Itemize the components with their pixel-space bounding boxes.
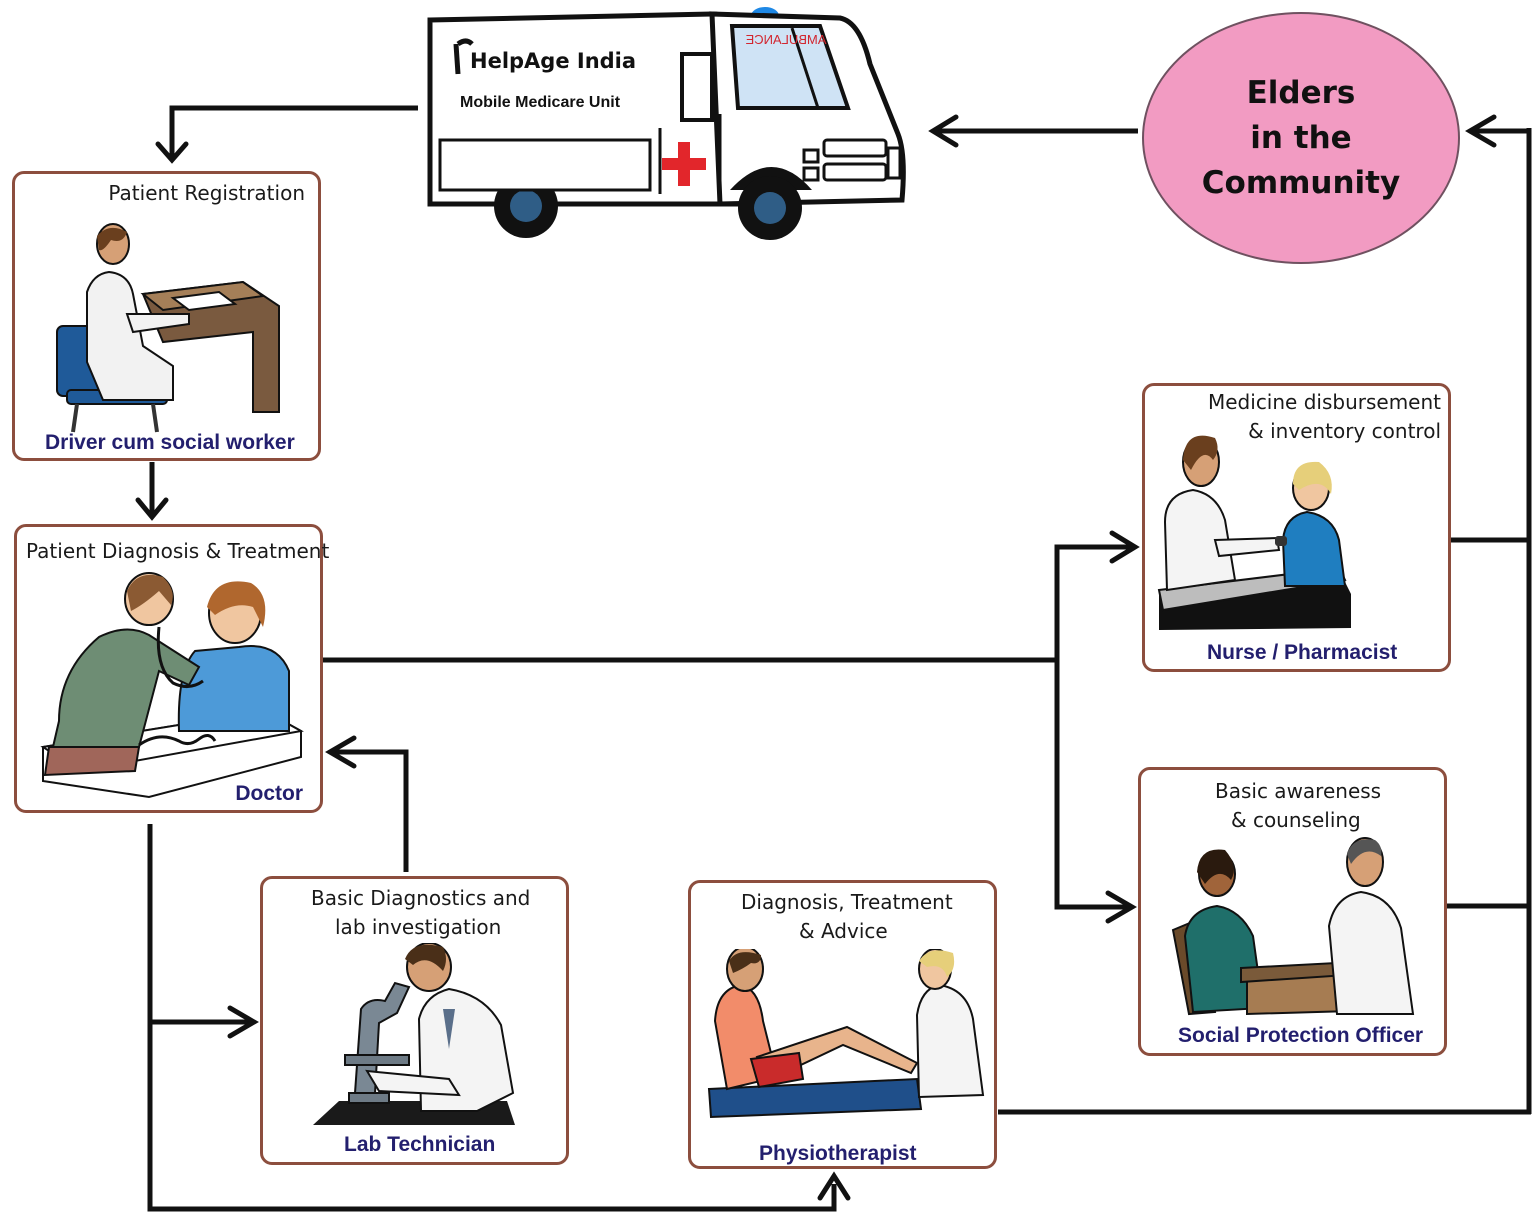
counseling-role: Social Protection Officer — [1178, 1024, 1424, 1047]
physio-role: Physiotherapist — [759, 1142, 917, 1165]
lab-technician-microscope-illustration — [313, 943, 515, 1125]
van-unit-text: Mobile Medicare Unit — [460, 94, 621, 111]
registration-role: Driver cum social worker — [45, 431, 295, 454]
counseling-title-line2: & counseling — [1231, 808, 1361, 832]
physio-node: Diagnosis, Treatment & Advice Physiother… — [688, 880, 997, 1169]
medicine-role: Nurse / Pharmacist — [1207, 641, 1398, 664]
counseling-session-illustration — [1171, 837, 1415, 1016]
registration-title: Patient Registration — [108, 181, 305, 205]
diagnosis-role: Doctor — [235, 782, 303, 805]
diagnosis-title: Patient Diagnosis & Treatment — [26, 539, 330, 563]
physio-title-line1: Diagnosis, Treatment — [741, 890, 953, 914]
arrowhead-left — [1465, 114, 1497, 148]
lab-title-line1: Basic Diagnostics and — [311, 886, 531, 910]
connector-diagnosis-down — [147, 824, 837, 1212]
lab-node: Basic Diagnostics and lab investigation … — [260, 876, 569, 1165]
ambulance-van-illustration: HelpAge India Mobile Medicare Unit AMBUL… — [427, 7, 906, 240]
nurse-pharmacist-illustration — [1157, 435, 1351, 630]
diagnosis-node: Patient Diagnosis & Treatment Doctor — [14, 524, 329, 813]
arrowhead-left — [928, 114, 959, 148]
doctor-examining-illustration — [40, 572, 304, 799]
medicine-node: Medicine disbursement & inventory contro… — [1142, 383, 1451, 672]
connector-lab-to-diagnosis — [334, 749, 409, 872]
van-brand-text: HelpAge India — [470, 49, 636, 73]
counseling-title-line1: Basic awareness — [1215, 779, 1382, 803]
connector-branch-vertical — [1054, 544, 1132, 910]
lab-role: Lab Technician — [344, 1133, 496, 1156]
arrowhead-left — [325, 735, 357, 769]
elders-community-node: Elders in the Community — [1142, 12, 1460, 264]
windshield-text: AMBULANCE — [745, 32, 826, 47]
physio-title-line2: & Advice — [799, 919, 888, 943]
arrowhead-down — [155, 141, 189, 164]
arrowhead-up — [817, 1171, 851, 1201]
arrowhead-down — [135, 497, 169, 521]
registration-clerk-illustration — [56, 223, 280, 433]
physiotherapy-session-illustration — [707, 949, 985, 1119]
arrowhead-right — [227, 1005, 259, 1039]
lab-title-line2: lab investigation — [335, 915, 502, 939]
counseling-node: Basic awareness & counseling Social Prot… — [1138, 767, 1447, 1056]
medicine-title-line2: & inventory control — [1248, 419, 1441, 443]
arrowhead-right — [1109, 530, 1140, 564]
connector-van-to-registration — [169, 105, 418, 158]
arrowhead-right — [1105, 890, 1137, 924]
medicine-title-line1: Medicine disbursement — [1208, 390, 1441, 414]
registration-node: Patient Registration Driver cum social w… — [12, 171, 321, 461]
elders-label: Elders in the Community — [1201, 74, 1401, 201]
